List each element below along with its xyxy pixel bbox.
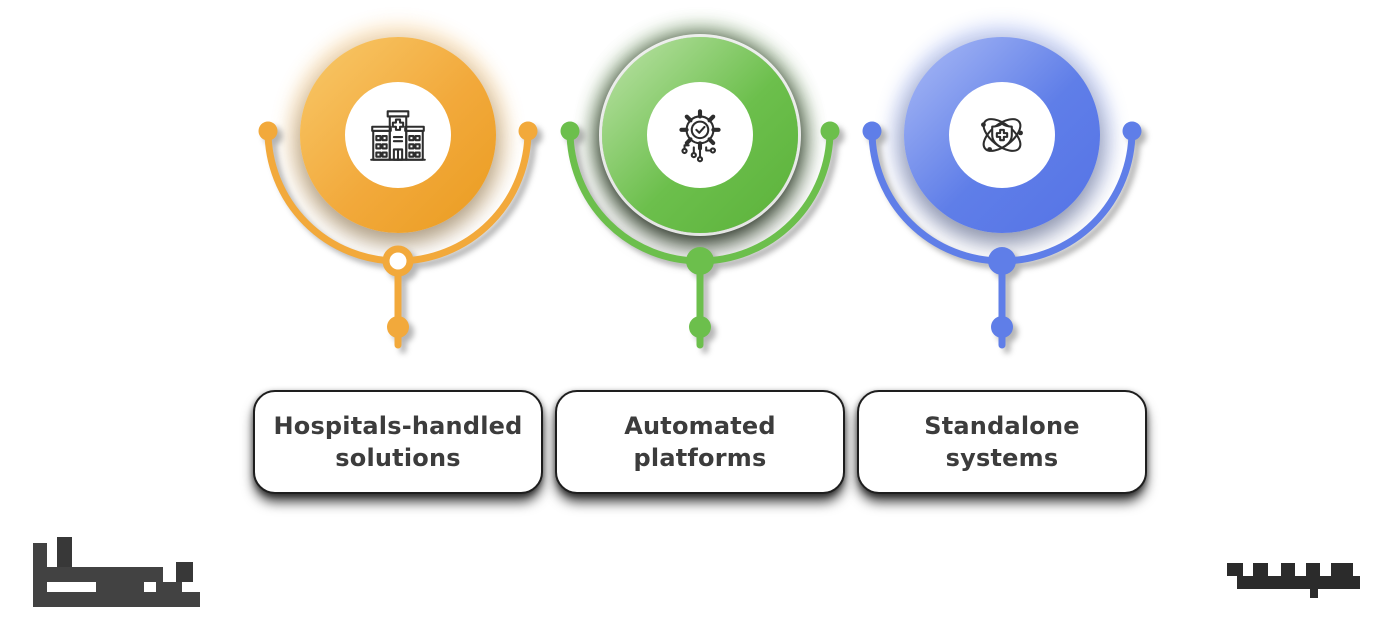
card-automated-platforms: Automated platforms: [550, 0, 850, 630]
orange-circle: [300, 37, 496, 233]
automation-gear-check-icon: [667, 102, 733, 168]
card-hospitals-handled-solutions: Hospitals-handled solutions: [248, 0, 548, 630]
atom-shield-medical-icon: [969, 102, 1035, 168]
icon-disc: [345, 82, 451, 188]
label-line: platforms: [633, 444, 767, 472]
blue-circle: [904, 37, 1100, 233]
label-box-hospitals: Hospitals-handled solutions: [253, 390, 543, 494]
card-standalone-systems: Standalone systems: [852, 0, 1152, 630]
label-line: solutions: [335, 444, 461, 472]
connector-arc-orange: [258, 121, 538, 349]
pixelated-redacted-logo: [33, 537, 203, 609]
icon-disc: [647, 82, 753, 188]
label-box-automated: Automated platforms: [555, 390, 845, 494]
label-line: systems: [945, 444, 1059, 472]
icon-disc: [949, 82, 1055, 188]
hospital-building-icon: [365, 102, 431, 168]
label-box-standalone: Standalone systems: [857, 390, 1147, 494]
label-line: Standalone: [924, 412, 1080, 440]
pixelated-redacted-text: [1227, 563, 1367, 599]
label-line: Automated: [624, 412, 776, 440]
label-line: Hospitals-handled: [273, 412, 523, 440]
green-circle: [602, 37, 798, 233]
connector-arc-green: [560, 121, 840, 349]
connector-arc-blue: [862, 121, 1142, 349]
